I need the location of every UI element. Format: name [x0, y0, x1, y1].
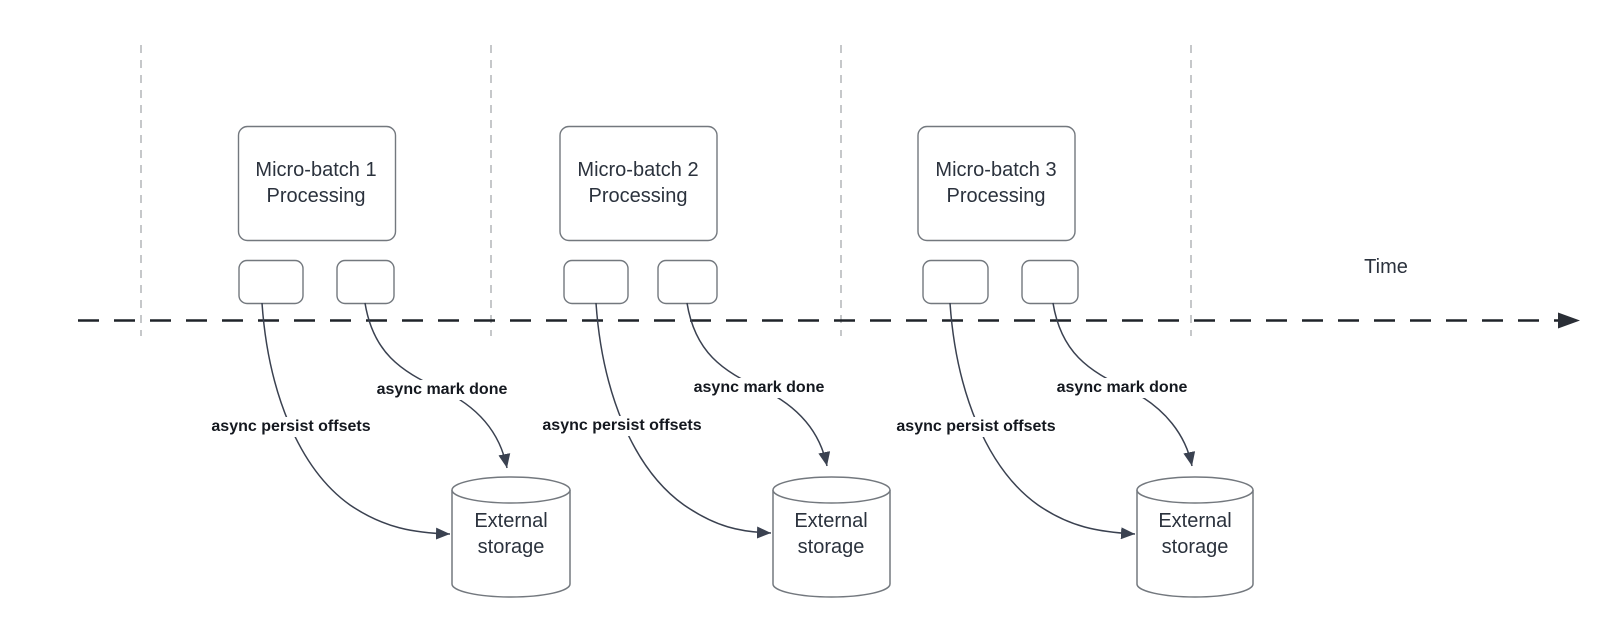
microbatch-1-task-left	[238, 259, 304, 305]
microbatch-2-label: Micro-batch 2 Processing	[577, 159, 699, 207]
microbatch-2-task-left	[563, 259, 629, 305]
microbatch-2-box	[559, 125, 718, 242]
microbatch-3-label: Micro-batch 3 Processing	[935, 159, 1057, 207]
persist-offsets-label-3: async persist offsets	[892, 417, 1060, 437]
persist-offsets-arrow-2	[595, 302, 772, 539]
microbatch-3-task-left	[922, 259, 989, 305]
persist-offsets-arrow-3	[949, 302, 1136, 540]
mark-done-label-2: async mark done	[689, 378, 829, 398]
storage-cylinder-2	[772, 476, 891, 598]
persist-offsets-label-1: async persist offsets	[207, 417, 375, 437]
microbatch-3-box	[917, 125, 1076, 242]
persist-offsets-label-2: async persist offsets	[538, 416, 706, 436]
storage-cylinder-3	[1136, 476, 1254, 598]
mark-done-label-1: async mark done	[372, 380, 512, 400]
microbatch-2-task-right	[657, 259, 718, 305]
storage-cylinder-1	[451, 476, 571, 598]
storage-label-3: External storage	[1158, 510, 1232, 558]
time-axis-label: Time	[1364, 256, 1408, 278]
storage-label-1: External storage	[474, 510, 548, 558]
persist-offsets-arrow-1	[261, 302, 451, 540]
microbatch-3-task-right	[1021, 259, 1079, 305]
microbatch-1-task-right	[336, 259, 395, 305]
microbatch-1-label: Micro-batch 1 Processing	[255, 159, 377, 207]
storage-label-2: External storage	[794, 510, 868, 558]
mark-done-label-3: async mark done	[1052, 378, 1192, 398]
microbatch-1-box	[237, 125, 397, 242]
